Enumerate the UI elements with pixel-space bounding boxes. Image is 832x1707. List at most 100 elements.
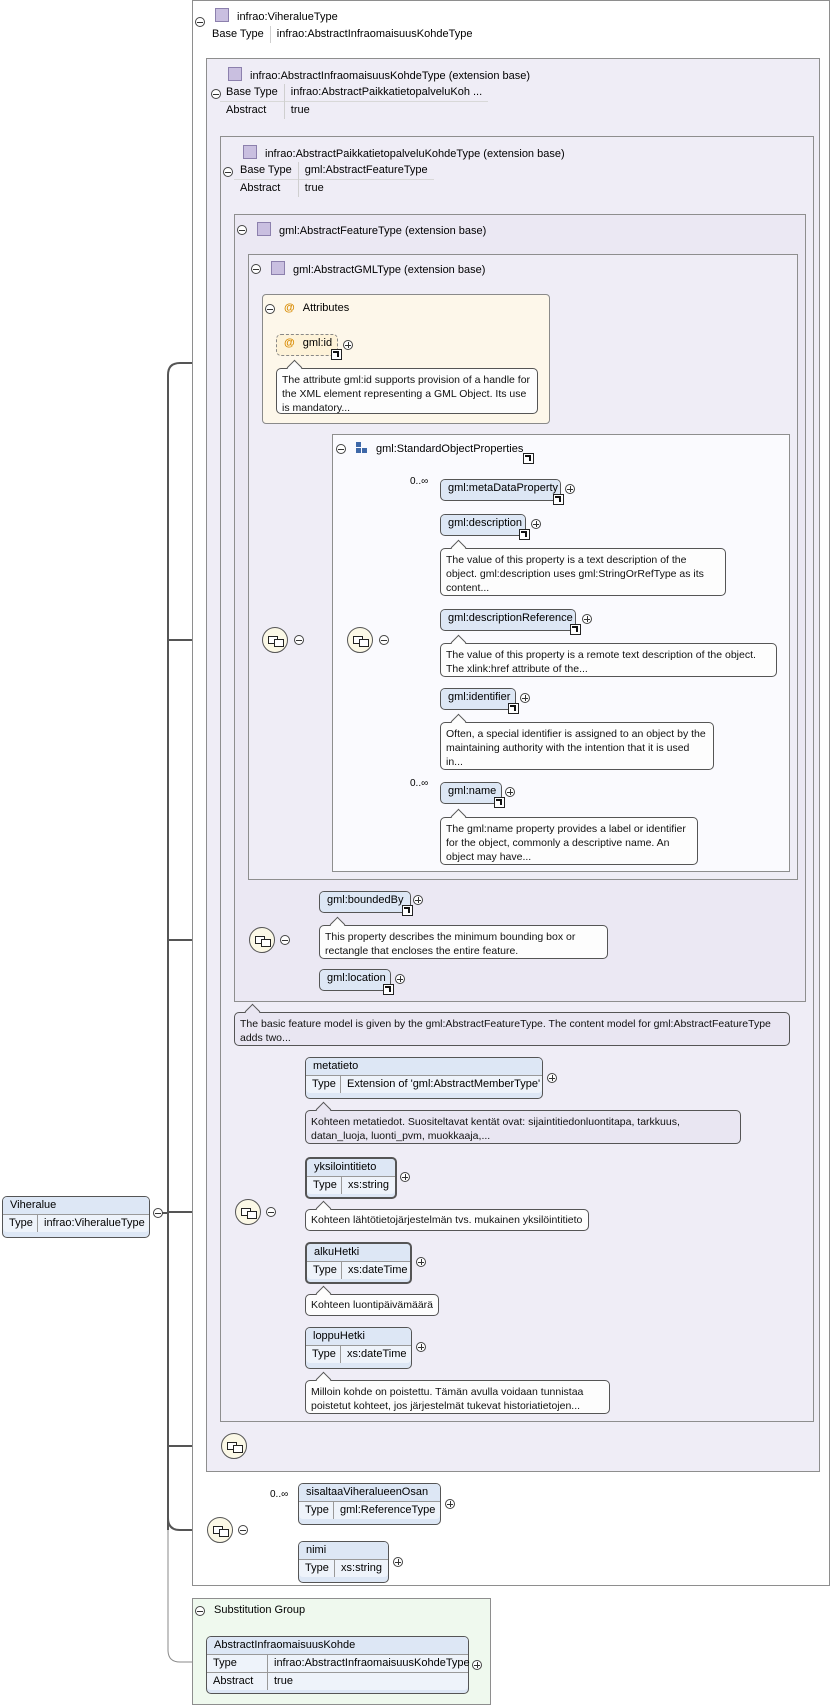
element-gml-descriptionreference[interactable]: gml:descriptionReference <box>440 609 576 631</box>
expand-icon[interactable] <box>505 787 515 797</box>
abstract-gml-title: gml:AbstractGMLType (extension base) <box>293 264 486 276</box>
link-icon[interactable] <box>402 905 413 916</box>
base-type-key: Base Type <box>206 26 271 43</box>
sequence-compositor-icon[interactable] <box>207 1517 233 1543</box>
abstract-feature-title: gml:AbstractFeatureType (extension base) <box>279 225 487 237</box>
element-name: nimi <box>299 1542 388 1559</box>
type-value: xs:dateTime <box>348 1264 408 1276</box>
type-key: Type <box>307 1177 343 1194</box>
attribute-gml-id-doc: The attribute gml:id supports provision … <box>276 368 538 414</box>
type-value: infrao:ViheralueType <box>44 1217 145 1229</box>
complex-type-icon <box>243 145 257 159</box>
abstract-key: Abstract <box>207 1673 268 1690</box>
element-name: gml:location <box>320 970 390 987</box>
collapse-icon[interactable] <box>195 1606 205 1616</box>
type-value: Extension of 'gml:AbstractMemberType' <box>347 1078 541 1090</box>
type-key: Type <box>3 1215 38 1232</box>
link-icon[interactable] <box>553 494 564 505</box>
element-gml-location[interactable]: gml:location <box>319 969 391 991</box>
type-value: gml:ReferenceType <box>340 1504 436 1516</box>
link-icon[interactable] <box>494 797 505 808</box>
abstract-feature-header: gml:AbstractFeatureType (extension base) <box>257 222 486 237</box>
expand-icon[interactable] <box>395 974 405 984</box>
expand-icon[interactable] <box>520 693 530 703</box>
element-name: loppuHetki <box>306 1328 411 1345</box>
type-key: Type <box>299 1560 336 1577</box>
sequence-compositor-icon[interactable] <box>262 627 288 653</box>
expand-icon[interactable] <box>445 1499 455 1509</box>
element-gml-boundedby[interactable]: gml:boundedBy <box>319 891 411 913</box>
base-type-value: infrao:AbstractPaikkatietopalveluKoh ... <box>290 86 483 98</box>
element-gml-identifier-doc: Often, a special identifier is assigned … <box>440 722 714 770</box>
at-icon: @ <box>284 337 295 349</box>
expand-icon[interactable] <box>547 1073 557 1083</box>
complex-type-icon <box>257 222 271 236</box>
element-name: gml:identifier <box>441 689 515 706</box>
collapse-icon[interactable] <box>223 167 233 177</box>
element-name: yksilointitieto <box>307 1159 395 1176</box>
link-icon[interactable] <box>519 529 530 540</box>
collapse-icon[interactable] <box>251 264 261 274</box>
expand-icon[interactable] <box>582 614 592 624</box>
element-gml-description-doc: The value of this property is a text des… <box>440 548 726 596</box>
element-gml-name[interactable]: gml:name <box>440 782 502 804</box>
expand-icon[interactable] <box>565 484 575 494</box>
abstract-value: true <box>284 101 489 119</box>
element-gml-identifier[interactable]: gml:identifier <box>440 688 516 710</box>
abstract-value: true <box>274 1675 293 1687</box>
expand-icon[interactable] <box>413 895 423 905</box>
collapse-icon[interactable] <box>153 1208 163 1218</box>
abstract-gml-header: gml:AbstractGMLType (extension base) <box>271 261 485 276</box>
expand-icon[interactable] <box>531 519 541 529</box>
link-icon[interactable] <box>523 453 534 464</box>
element-metatieto-doc: Kohteen metatiedot. Suositeltavat kentät… <box>305 1110 741 1144</box>
sequence-compositor-icon[interactable] <box>249 927 275 953</box>
abstract-key: Abstract <box>220 101 285 119</box>
complex-type-icon <box>215 8 229 22</box>
expand-icon[interactable] <box>472 1660 482 1670</box>
type-key: Type <box>207 1655 268 1672</box>
element-gml-description[interactable]: gml:description <box>440 514 526 536</box>
expand-icon[interactable] <box>416 1257 426 1267</box>
element-gml-metadataproperty[interactable]: gml:metaDataProperty <box>440 479 561 501</box>
collapse-icon[interactable] <box>336 444 346 454</box>
collapse-icon[interactable] <box>238 1525 248 1535</box>
link-icon[interactable] <box>570 624 581 635</box>
collapse-icon[interactable] <box>195 17 205 27</box>
link-icon[interactable] <box>331 349 342 360</box>
expand-icon[interactable] <box>343 340 353 350</box>
element-yksilointitieto-doc: Kohteen lähtötietojärjestelmän tvs. muka… <box>305 1209 589 1231</box>
expand-icon[interactable] <box>393 1557 403 1567</box>
collapse-icon[interactable] <box>294 635 304 645</box>
standard-object-properties-title: gml:StandardObjectProperties <box>376 443 524 455</box>
collapse-icon[interactable] <box>266 1207 276 1217</box>
collapse-icon[interactable] <box>379 635 389 645</box>
link-icon[interactable] <box>508 703 519 714</box>
sequence-compositor-icon[interactable] <box>235 1199 261 1225</box>
collapse-icon[interactable] <box>280 935 290 945</box>
expand-icon[interactable] <box>400 1172 410 1182</box>
attribute-gml-id[interactable]: @gml:id <box>276 334 338 356</box>
root-element-viheralue[interactable]: Viheralue Type infrao:ViheralueType <box>2 1196 150 1238</box>
element-name: AbstractInfraomaisuusKohde <box>207 1637 468 1654</box>
sequence-compositor-icon[interactable] <box>347 627 373 653</box>
expand-icon[interactable] <box>416 1342 426 1352</box>
complex-type-icon <box>271 261 285 275</box>
sequence-compositor-icon[interactable] <box>221 1433 247 1459</box>
abstract-key: Abstract <box>234 179 299 197</box>
collapse-icon[interactable] <box>265 304 275 314</box>
collapse-icon[interactable] <box>237 225 247 235</box>
type-key: Type <box>306 1076 341 1093</box>
root-element-name: Viheralue <box>3 1197 149 1214</box>
element-gml-boundedby-doc: This property describes the minimum boun… <box>319 925 608 959</box>
link-icon[interactable] <box>383 984 394 995</box>
